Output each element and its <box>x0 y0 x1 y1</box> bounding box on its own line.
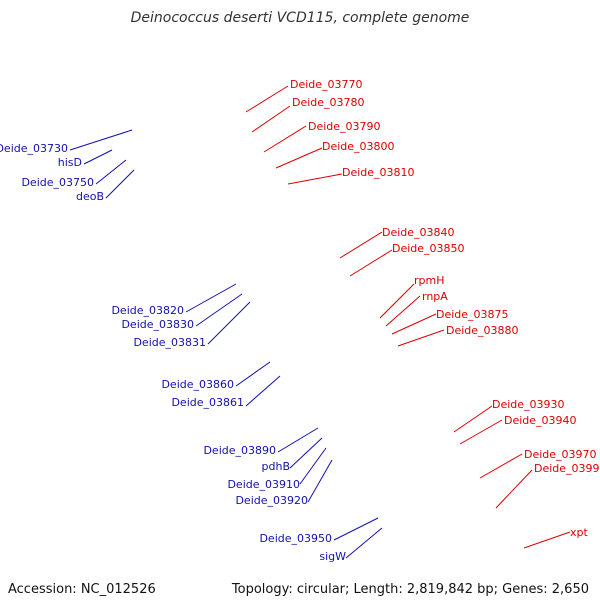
leader-line <box>391 313 437 335</box>
gene-label: xpt <box>570 526 588 539</box>
leader-line <box>385 295 421 327</box>
map-title: Deinococcus deserti VCD115, complete gen… <box>131 10 470 26</box>
leader-line <box>299 447 327 485</box>
leader-line <box>289 437 323 469</box>
leader-line <box>479 453 523 479</box>
leader-line <box>275 147 323 169</box>
gene-label: Deide_03950 <box>259 532 332 545</box>
gene-label: Deide_03750 <box>21 176 94 189</box>
gene-label: hisD <box>58 156 82 169</box>
leader-line <box>495 469 533 509</box>
leader-line <box>195 293 243 327</box>
leader-line <box>105 169 135 199</box>
gene-label: Deide_03770 <box>290 78 363 91</box>
gene-label: Deide_03940 <box>504 414 577 427</box>
leader-line <box>277 427 319 453</box>
gene-label: Deide_03830 <box>121 318 194 331</box>
gene-label: Deide_03790 <box>308 120 381 133</box>
leader-line <box>245 85 289 113</box>
leader-line <box>339 231 383 259</box>
gene-label: deoB <box>76 190 104 203</box>
gene-label: Deide_03840 <box>382 226 455 239</box>
gene-label: rpmH <box>414 274 445 287</box>
topology-summary: Topology: circular; Length: 2,819,842 bp… <box>231 582 589 597</box>
gene-label: rnpA <box>422 290 448 303</box>
gene-label: Deide_03890 <box>203 444 276 457</box>
leader-line <box>251 105 291 133</box>
leader-line <box>287 173 343 185</box>
gene-label: Deide_03850 <box>392 242 465 255</box>
leader-line <box>185 283 237 313</box>
leader-line <box>95 159 127 185</box>
accession-text: Accession: NC_012526 <box>8 582 156 597</box>
leader-line <box>349 249 393 277</box>
gene-label: Deide_03820 <box>111 304 184 317</box>
leader-line <box>245 375 281 407</box>
gene-label: sigW <box>319 550 346 563</box>
leader-line <box>207 301 251 345</box>
leader-line <box>83 149 113 165</box>
gene-label: Deide_03810 <box>342 166 415 179</box>
gene-label: Deide_03910 <box>227 478 300 491</box>
leader-line <box>453 405 493 433</box>
gene-label: Deide_03861 <box>171 396 244 409</box>
leader-line <box>333 517 379 541</box>
leader-line <box>307 459 333 503</box>
leader-line <box>235 361 271 387</box>
gene-label: Deide_03880 <box>446 324 519 337</box>
gene-label: Deide_03930 <box>492 398 565 411</box>
gene-label: Deide_03990 <box>534 462 600 475</box>
leader-line <box>345 527 383 559</box>
leader-line <box>459 419 503 445</box>
gene-label: Deide_03780 <box>292 96 365 109</box>
leader-line <box>379 283 415 319</box>
gene-label: Deide_03860 <box>161 378 234 391</box>
leader-line <box>397 329 445 347</box>
leader-line <box>523 531 571 549</box>
label-leaders: Deide_03770Deide_03780Deide_03790Deide_0… <box>0 78 600 563</box>
gene-label: pdhB <box>262 460 290 473</box>
leader-line <box>69 129 133 151</box>
gene-label: Deide_03800 <box>322 140 395 153</box>
gene-label: Deide_03920 <box>235 494 308 507</box>
gene-label: Deide_03970 <box>524 448 597 461</box>
gene-label: Deide_03831 <box>133 336 206 349</box>
gene-label: Deide_03730 <box>0 142 68 155</box>
gene-label: Deide_03875 <box>436 308 509 321</box>
leader-line <box>263 125 307 153</box>
